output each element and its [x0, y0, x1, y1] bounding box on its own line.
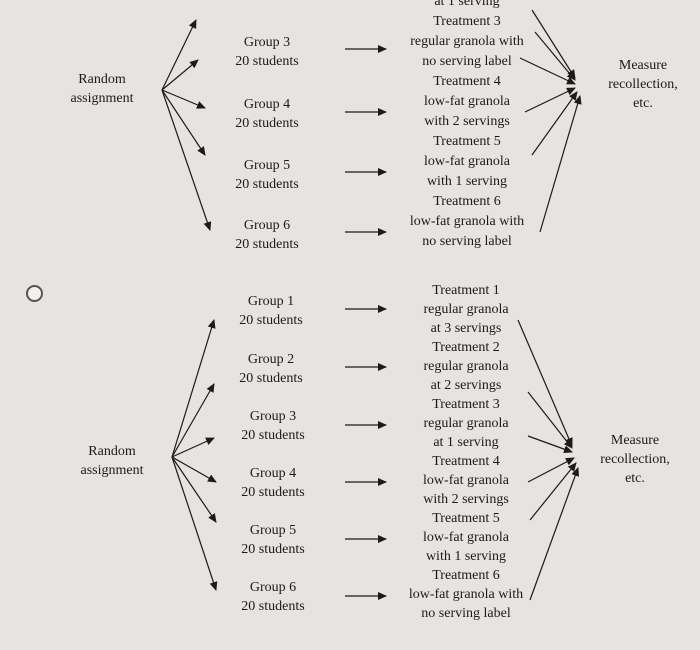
option-b-group-5: Group 5 20 students [241, 523, 305, 557]
option-a-group-6: Group 6 20 students [235, 218, 299, 252]
option-b-measure: Measure recollection, etc. [600, 433, 670, 486]
option-a-group-3: Group 3 20 students [235, 35, 299, 69]
option-b-assignment-arrows [171, 319, 218, 591]
option-a-treatment-arrows [345, 45, 387, 236]
option-b-treatment-arrows [345, 305, 387, 600]
option-a-group-5: Group 5 20 students [235, 158, 299, 192]
option-a-assignment-arrows [161, 19, 212, 231]
option-a-measure: Measure recollection, etc. [608, 58, 678, 111]
option-b-group-2: Group 2 20 students [239, 352, 303, 386]
option-b-group-3: Group 3 20 students [241, 409, 305, 443]
answer-radio-button[interactable] [26, 285, 43, 302]
option-b-group-1: Group 1 20 students [239, 294, 303, 328]
option-a-treatments: at 1 serving Treatment 3 regular granola… [409, 0, 525, 249]
option-b-group-6: Group 6 20 students [241, 580, 305, 614]
option-a-measure-arrows [519, 9, 582, 233]
option-a-group-4: Group 4 20 students [235, 97, 299, 131]
option-b-measure-arrows [517, 319, 580, 601]
option-b-random-assignment: Random assignment [80, 444, 144, 478]
option-b-group-4: Group 4 20 students [241, 466, 305, 500]
option-b-treatments: Treatment 1 regular granola at 3 serving… [408, 283, 524, 621]
option-a-random-assignment: Random assignment [70, 72, 134, 106]
